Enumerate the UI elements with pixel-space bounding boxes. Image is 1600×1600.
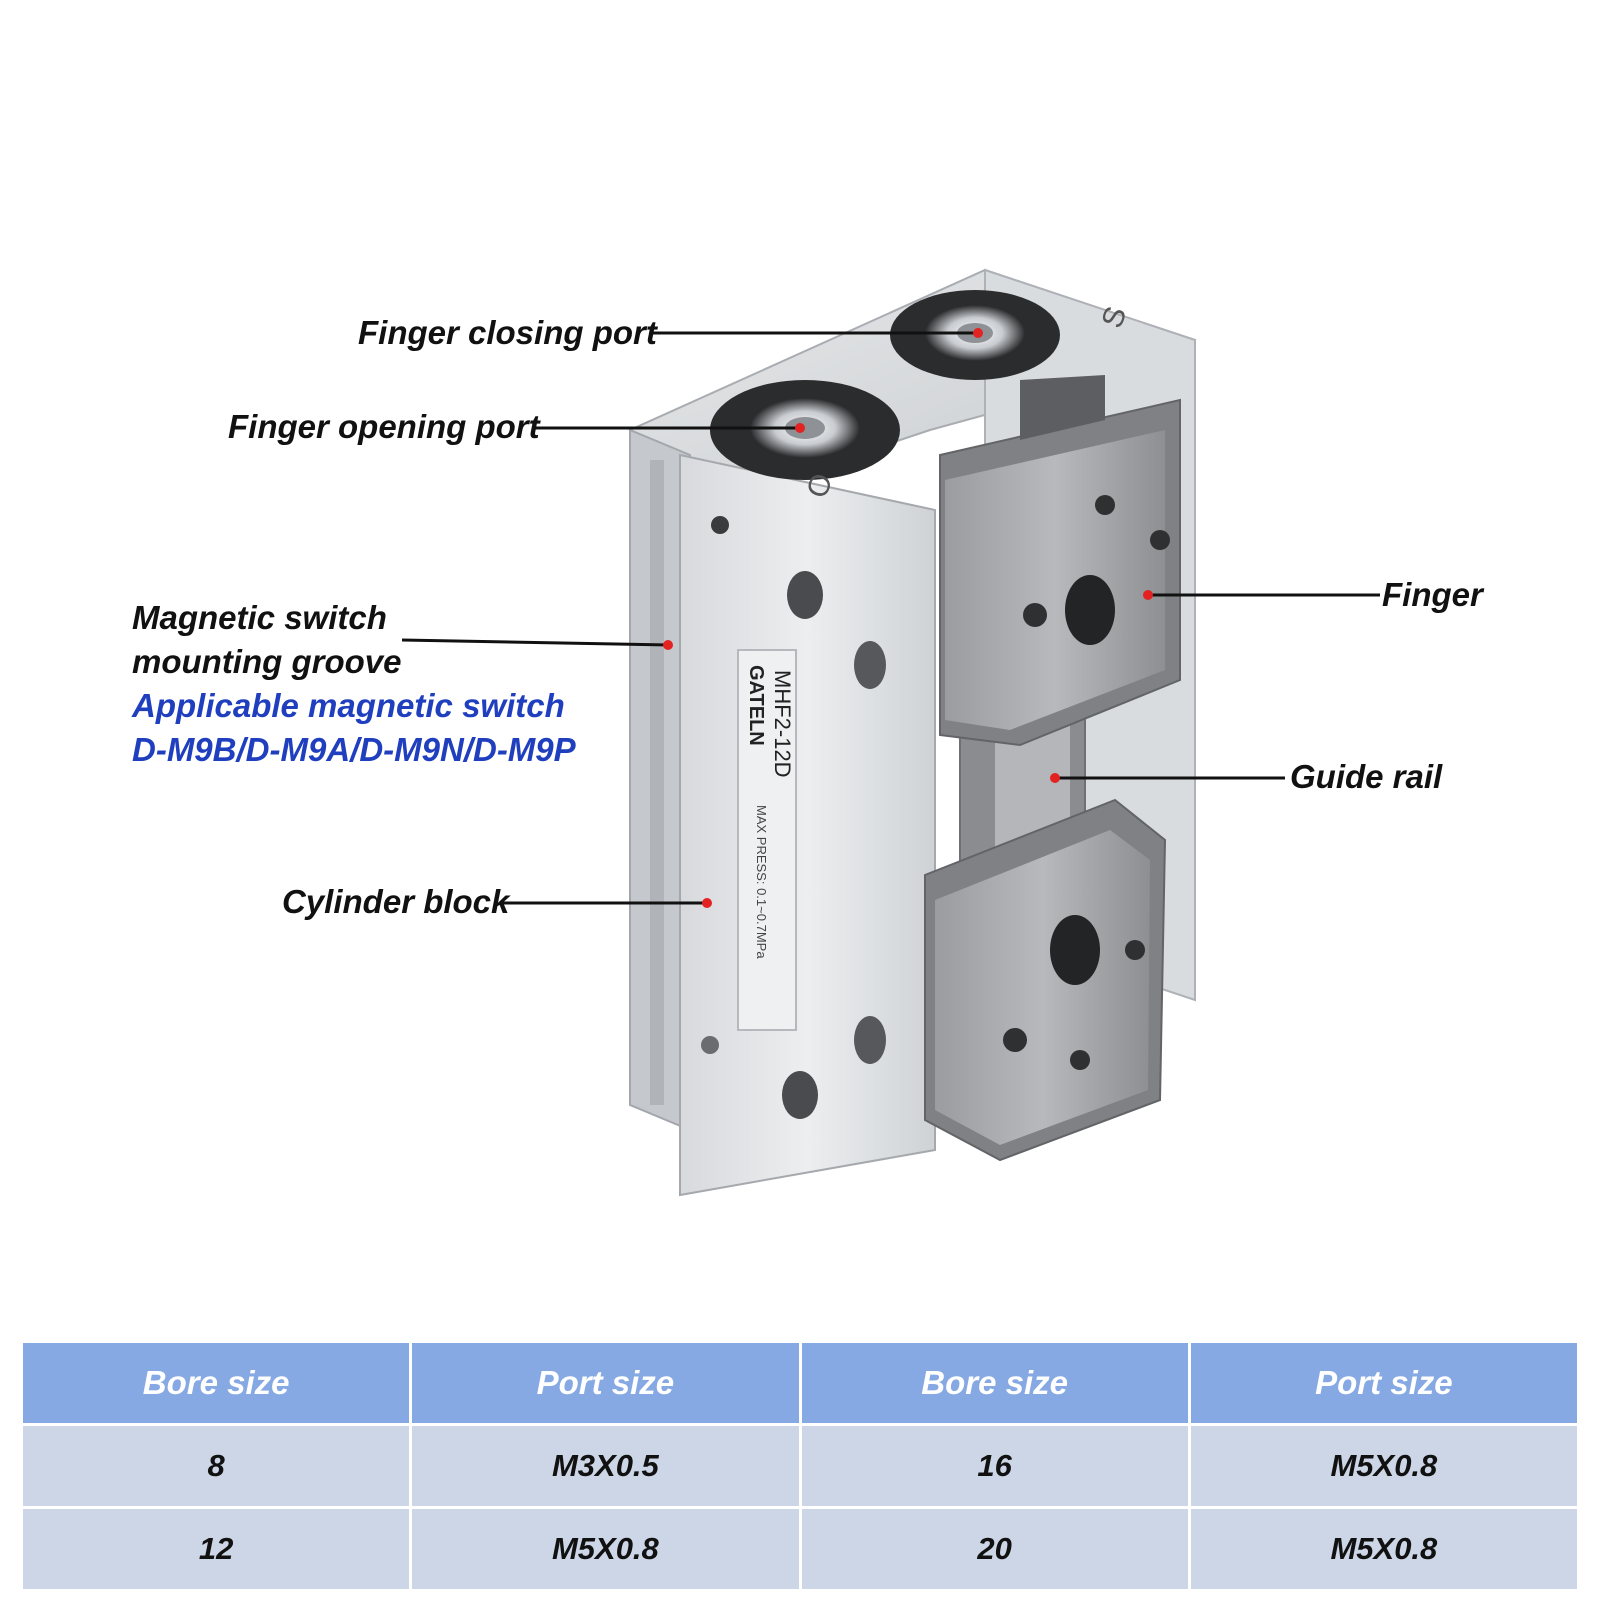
bore-port-size-table: Bore size Port size Bore size Port size … bbox=[19, 1340, 1581, 1592]
lower-finger bbox=[924, 798, 1167, 1162]
callout-leaders bbox=[401, 331, 1380, 905]
magnetic-switch-line2: mounting groove bbox=[132, 643, 402, 680]
dot-guide-rail bbox=[1050, 773, 1060, 783]
header-bore-size-2: Bore size bbox=[798, 1340, 1191, 1426]
dot-finger bbox=[1143, 590, 1153, 600]
table-row: 12 M5X0.8 20 M5X0.8 bbox=[19, 1506, 1581, 1592]
applicable-switch-models: D-M9B/D-M9A/D-M9N/D-M9P bbox=[132, 731, 576, 768]
table-cell: 16 bbox=[798, 1423, 1191, 1509]
brand-label: GATELN bbox=[745, 665, 767, 746]
callout-guide-rail: Guide rail bbox=[1290, 758, 1443, 795]
table-cell: 12 bbox=[19, 1506, 413, 1592]
callout-cylinder-block: Cylinder block bbox=[282, 883, 510, 920]
header-port-size-2: Port size bbox=[1187, 1340, 1581, 1426]
dot-finger-opening-port bbox=[795, 423, 805, 433]
table-cell: 8 bbox=[19, 1423, 413, 1509]
table-cell: M5X0.8 bbox=[1187, 1423, 1581, 1509]
callout-dots bbox=[663, 328, 1153, 908]
magnetic-switch-line1: Magnetic switch bbox=[132, 599, 387, 636]
table-cell: M5X0.8 bbox=[409, 1506, 802, 1592]
table-header-row: Bore size Port size Bore size Port size bbox=[19, 1340, 1581, 1426]
model-label: MHF2-12D bbox=[770, 670, 795, 778]
header-port-size-1: Port size bbox=[409, 1340, 802, 1426]
callout-finger: Finger bbox=[1382, 576, 1483, 613]
table-row: 8 M3X0.5 16 M5X0.8 bbox=[19, 1423, 1581, 1509]
callout-magnetic-switch: Magnetic switch mounting groove Applicab… bbox=[132, 596, 576, 772]
table-cell: M3X0.5 bbox=[409, 1423, 802, 1509]
dot-finger-closing-port bbox=[973, 328, 983, 338]
upper-finger bbox=[939, 375, 1181, 747]
applicable-switch-line1: Applicable magnetic switch bbox=[132, 687, 565, 724]
finger-opening-port-fitting bbox=[710, 380, 900, 480]
dot-magnetic-switch bbox=[663, 640, 673, 650]
cylinder-block-face: MHF2-12D GATELN MAX PRESS: 0.1~0.7MPa bbox=[679, 453, 936, 1197]
header-bore-size-1: Bore size bbox=[19, 1340, 413, 1426]
dot-cylinder-block bbox=[702, 898, 712, 908]
magnetic-switch-groove-side bbox=[629, 428, 691, 1132]
callout-finger-opening-port: Finger opening port bbox=[228, 408, 540, 445]
table-cell: M5X0.8 bbox=[1187, 1506, 1581, 1592]
callout-finger-closing-port: Finger closing port bbox=[358, 314, 657, 351]
pressure-label: MAX PRESS: 0.1~0.7MPa bbox=[754, 805, 769, 959]
table-cell: 20 bbox=[798, 1506, 1191, 1592]
leader-magnetic-switch bbox=[401, 638, 671, 647]
